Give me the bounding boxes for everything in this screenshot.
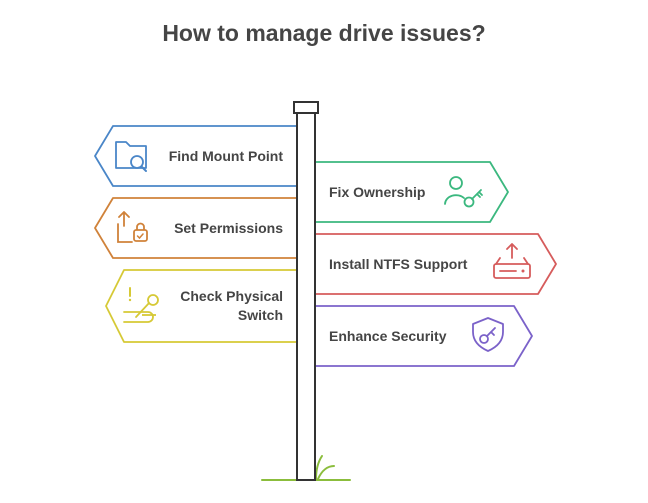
sign-board xyxy=(105,269,297,343)
sign-board xyxy=(315,161,509,223)
sign-enhance-security xyxy=(315,305,533,367)
sign-label: Install NTFS Support xyxy=(329,255,468,272)
sign-label: Find Mount Point xyxy=(168,147,283,164)
sign-install-ntfs-support xyxy=(315,233,557,295)
sign-check-physical-switch xyxy=(105,269,297,343)
sign-board xyxy=(315,305,533,367)
share-lock-icon xyxy=(117,211,148,243)
toggle-alert-icon xyxy=(123,287,159,323)
sign-board xyxy=(315,233,557,295)
drive-upload-icon xyxy=(493,243,531,279)
sign-set-permissions xyxy=(94,197,297,259)
signpost-cap xyxy=(293,101,319,114)
page-title: How to manage drive issues? xyxy=(162,20,486,46)
folder-search-icon xyxy=(115,141,147,172)
sign-find-mount-point xyxy=(94,125,297,187)
sign-label: Fix Ownership xyxy=(329,183,426,200)
sign-board xyxy=(94,197,297,259)
signpost-pole xyxy=(296,109,316,481)
shield-key-icon xyxy=(472,317,504,352)
user-key-icon xyxy=(444,176,483,208)
sign-label: Enhance Security xyxy=(329,327,447,344)
sign-label: Set Permissions xyxy=(174,219,283,236)
sign-fix-ownership xyxy=(315,161,509,223)
